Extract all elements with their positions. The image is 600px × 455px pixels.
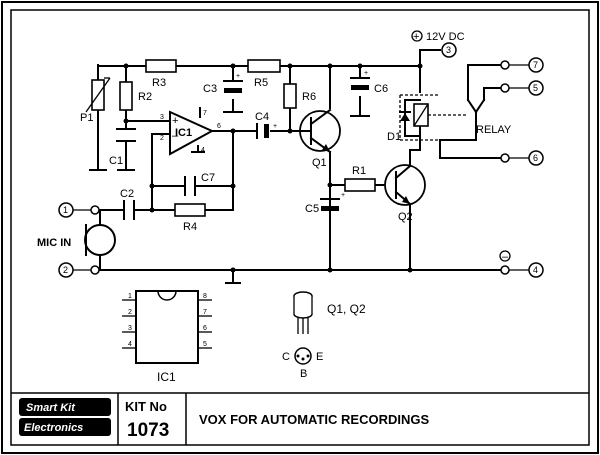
q1-transistor: Q1	[295, 108, 341, 169]
svg-text:3: 3	[446, 45, 451, 55]
c3-label: C3	[203, 83, 217, 95]
kit-title: VOX FOR AUTOMATIC RECORDINGS	[199, 412, 429, 427]
c1-label: C1	[109, 155, 123, 167]
r3-resistor: R3	[145, 59, 177, 89]
svg-text:C: C	[282, 351, 290, 363]
c2-label: C2	[120, 188, 134, 200]
r4-label: R4	[183, 221, 197, 233]
terminal-2: 2	[58, 262, 100, 278]
brand-line2: Electronics	[24, 422, 83, 434]
d1-diode	[400, 113, 410, 121]
r3-label: R3	[152, 77, 166, 89]
svg-text:+: +	[273, 123, 277, 130]
ic1-label: IC1	[175, 127, 192, 139]
q2-label: Q2	[398, 211, 413, 223]
c4-capacitor: C4 +	[255, 111, 277, 139]
c4-label: C4	[255, 111, 269, 123]
q1-label: Q1	[312, 157, 327, 169]
svg-text:6: 6	[203, 325, 207, 332]
brand-line1: Smart Kit	[26, 402, 76, 414]
svg-text:3: 3	[128, 325, 132, 332]
r2-label: R2	[138, 91, 152, 103]
transistors-label: Q1, Q2	[327, 302, 366, 316]
r5-resistor: R5	[247, 59, 281, 89]
c6-label: C6	[374, 83, 388, 95]
junctions	[123, 63, 423, 273]
svg-text:–: –	[502, 251, 509, 263]
p1-potentiometer: P1	[80, 77, 111, 124]
c2-capacitor: C2	[117, 188, 141, 220]
ic1-pin6: 6	[217, 123, 221, 130]
ic1-pin3: 3	[160, 114, 164, 121]
transistor-pinout	[294, 347, 312, 365]
microphone: MIC IN	[37, 224, 116, 256]
r1-label: R1	[352, 165, 366, 177]
transistor-package: Q1, Q2 C E B	[282, 291, 366, 380]
c6-capacitor: C6 +	[350, 70, 388, 117]
relay-d1-block: D1 RELAY	[387, 94, 512, 143]
svg-text:1: 1	[128, 293, 132, 300]
c1-capacitor: C1	[109, 128, 136, 167]
svg-text:4: 4	[128, 341, 132, 348]
svg-text:2: 2	[128, 309, 132, 316]
svg-text:+: +	[236, 73, 240, 80]
c5-label: C5	[305, 203, 319, 215]
r1-resistor: R1	[344, 165, 376, 192]
ic1-pin7: 7	[203, 110, 207, 117]
svg-text:+: +	[364, 70, 368, 77]
svg-text:–: –	[172, 130, 179, 142]
terminal-3: 3 + 12V DC	[411, 30, 465, 58]
r4-resistor: R4	[174, 203, 206, 233]
terminal-5: 5	[500, 80, 544, 96]
q2-transistor: Q2	[384, 164, 426, 223]
terminal-4: 4 –	[499, 250, 544, 278]
kit-label: KIT No	[125, 399, 167, 414]
brand-logo: Smart Kit Electronics	[19, 398, 111, 436]
svg-text:5: 5	[533, 83, 538, 93]
relay-label: RELAY	[476, 124, 512, 136]
mic-in-label: MIC IN	[37, 237, 71, 249]
svg-text:+: +	[413, 31, 419, 43]
inner-border	[10, 9, 590, 446]
supply-label: 12V DC	[426, 31, 465, 43]
svg-text:7: 7	[203, 309, 207, 316]
ic1-opamp: IC1 3 2 7 4 6 + –	[160, 110, 221, 156]
svg-text:B: B	[300, 368, 307, 380]
p1-label: P1	[80, 112, 93, 124]
svg-text:1: 1	[63, 205, 68, 215]
svg-text:7: 7	[533, 60, 538, 70]
r5-label: R5	[254, 77, 268, 89]
svg-text:+: +	[172, 115, 178, 127]
d1-label: D1	[387, 131, 401, 143]
terminal-7: 7	[500, 57, 544, 73]
c7-label: C7	[201, 172, 215, 184]
terminal-1: 1	[58, 202, 100, 218]
svg-text:5: 5	[203, 341, 207, 348]
r6-resistor: R6	[283, 83, 316, 109]
kit-number: 1073	[127, 420, 169, 441]
c5-capacitor: C5 +	[305, 192, 345, 215]
ic1-package: 1 2 3 4 8 7 6 5 IC1	[122, 290, 212, 384]
r2-resistor: R2	[119, 81, 152, 111]
ic1-pin4: 4	[201, 147, 205, 154]
ic1-package-label: IC1	[157, 370, 176, 384]
c3-capacitor: C3 +	[203, 73, 243, 113]
r6-label: R6	[302, 91, 316, 103]
svg-text:8: 8	[203, 293, 207, 300]
terminal-6: 6	[500, 150, 544, 166]
svg-text:6: 6	[533, 153, 538, 163]
svg-text:+: +	[341, 192, 345, 199]
svg-text:4: 4	[533, 265, 538, 275]
ic1-pin2: 2	[160, 135, 164, 142]
svg-text:E: E	[316, 351, 323, 363]
svg-text:2: 2	[63, 265, 68, 275]
c7-capacitor: C7	[184, 172, 215, 196]
